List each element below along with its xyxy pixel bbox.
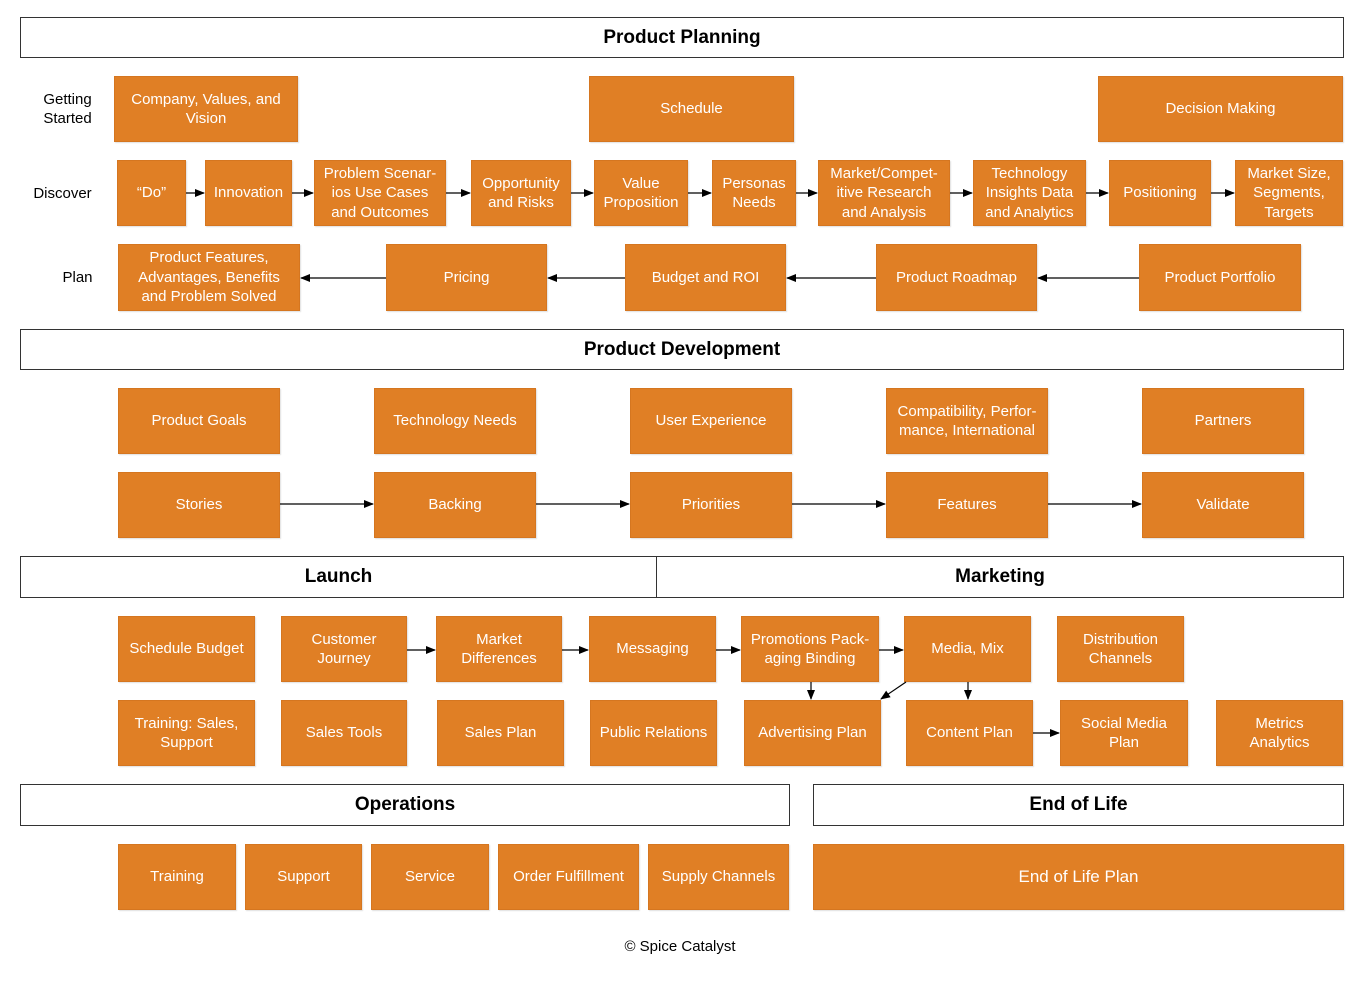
box-validate: Validate: [1142, 472, 1304, 538]
row-label-discover: Discover: [33, 185, 92, 202]
box-messaging: Messaging: [589, 616, 716, 682]
box-features: Features: [886, 472, 1048, 538]
box-content-plan: Content Plan: [906, 700, 1033, 766]
box-pricing: Pricing: [386, 244, 547, 311]
box-training-sales-support: Training: Sales, Support: [118, 700, 255, 766]
box-sales-tools: Sales Tools: [281, 700, 407, 766]
box-distribution-channels: Distribution Channels: [1057, 616, 1184, 682]
box-personas-needs: Personas Needs: [712, 160, 796, 226]
box-technology-insights: Technology Insights Data and Analytics: [973, 160, 1086, 226]
footer-copyright: © Spice Catalyst: [624, 938, 736, 955]
box-technology-needs: Technology Needs: [374, 388, 536, 454]
box-problem-scenarios: Problem Scenar- ios Use Cases and Outcom…: [314, 160, 446, 226]
box-product-roadmap: Product Roadmap: [876, 244, 1037, 311]
box-positioning: Positioning: [1109, 160, 1211, 226]
box-backing: Backing: [374, 472, 536, 538]
box-priorities: Priorities: [630, 472, 792, 538]
box-compatibility: Compatibility, Perfor- mance, Internatio…: [886, 388, 1048, 454]
box-advertising-plan: Advertising Plan: [744, 700, 881, 766]
box-order-fulfillment: Order Fulfillment: [498, 844, 639, 910]
arrow-media-advertising: [880, 681, 907, 700]
box-metrics-analytics: Metrics Analytics: [1216, 700, 1343, 766]
row-label-plan: Plan: [62, 269, 93, 286]
box-product-features: Product Features, Advantages, Benefits a…: [118, 244, 300, 311]
box-operations-support: Support: [245, 844, 362, 910]
header-operations: Operations: [20, 784, 790, 826]
header-end-of-life: End of Life: [813, 784, 1344, 826]
box-market-differences: Market Differences: [436, 616, 562, 682]
box-end-of-life-plan: End of Life Plan: [813, 844, 1344, 910]
box-media-mix: Media, Mix: [904, 616, 1031, 682]
box-stories: Stories: [118, 472, 280, 538]
header-product-development: Product Development: [20, 329, 1344, 370]
box-promotions-packaging: Promotions Pack- aging Binding: [741, 616, 879, 682]
header-marketing: Marketing: [656, 556, 1344, 598]
box-customer-journey: Customer Journey: [281, 616, 407, 682]
box-product-goals: Product Goals: [118, 388, 280, 454]
box-opportunity-risks: Opportunity and Risks: [471, 160, 571, 226]
header-product-planning: Product Planning: [20, 17, 1344, 58]
box-market-competitive-research: Market/Compet- itive Research and Analys…: [818, 160, 950, 226]
box-product-portfolio: Product Portfolio: [1139, 244, 1301, 311]
box-supply-channels: Supply Channels: [648, 844, 789, 910]
box-budget-roi: Budget and ROI: [625, 244, 786, 311]
box-schedule-budget: Schedule Budget: [118, 616, 255, 682]
box-company-values-vision: Company, Values, and Vision: [114, 76, 298, 142]
box-schedule: Schedule: [589, 76, 794, 142]
box-public-relations: Public Relations: [590, 700, 717, 766]
box-do: “Do”: [117, 160, 186, 226]
box-partners: Partners: [1142, 388, 1304, 454]
header-launch: Launch: [20, 556, 657, 598]
box-value-proposition: Value Proposition: [594, 160, 688, 226]
box-sales-plan: Sales Plan: [437, 700, 564, 766]
box-social-media-plan: Social Media Plan: [1060, 700, 1188, 766]
box-decision-making: Decision Making: [1098, 76, 1343, 142]
box-market-size: Market Size, Segments, Targets: [1235, 160, 1343, 226]
box-operations-service: Service: [371, 844, 489, 910]
row-label-getting-started: Getting Started: [43, 91, 92, 127]
box-innovation: Innovation: [205, 160, 292, 226]
box-operations-training: Training: [118, 844, 236, 910]
box-user-experience: User Experience: [630, 388, 792, 454]
